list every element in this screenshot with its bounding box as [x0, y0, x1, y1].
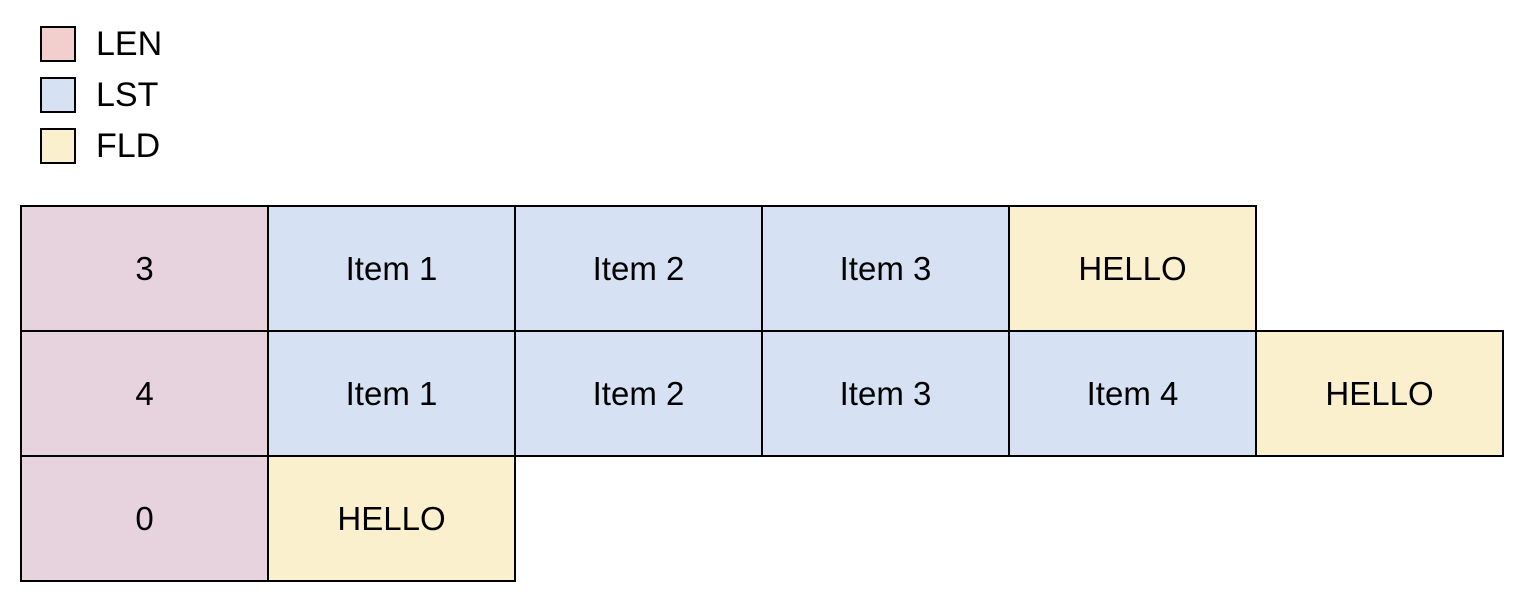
list-item-cell: Item 2: [514, 205, 763, 332]
legend-label-fld: FLD: [96, 127, 161, 165]
list-item-cell: Item 1: [267, 330, 516, 457]
legend-item-lst: LST: [40, 77, 162, 113]
memory-layout-diagram: 3 Item 1 Item 2 Item 3 HELLO 4 Item 1 It…: [20, 205, 1504, 582]
legend-item-fld: FLD: [40, 128, 162, 164]
len-color-swatch-icon: [40, 26, 76, 62]
field-cell: HELLO: [1255, 330, 1504, 457]
len-cell: 0: [20, 455, 269, 582]
len-cell: 3: [20, 205, 269, 332]
legend-item-len: LEN: [40, 26, 162, 62]
list-item-cell: Item 3: [761, 330, 1010, 457]
legend-label-len: LEN: [96, 25, 163, 63]
list-item-cell: Item 4: [1008, 330, 1257, 457]
lst-color-swatch-icon: [40, 77, 76, 113]
list-row-length-0: 0 HELLO: [20, 455, 1504, 582]
list-item-cell: Item 3: [761, 205, 1010, 332]
list-row-length-4: 4 Item 1 Item 2 Item 3 Item 4 HELLO: [20, 330, 1504, 457]
legend-label-lst: LST: [96, 76, 159, 114]
list-item-cell: Item 2: [514, 330, 763, 457]
legend: LEN LST FLD: [40, 26, 162, 179]
list-item-cell: Item 1: [267, 205, 516, 332]
field-cell: HELLO: [1008, 205, 1257, 332]
len-cell: 4: [20, 330, 269, 457]
fld-color-swatch-icon: [40, 128, 76, 164]
field-cell: HELLO: [267, 455, 516, 582]
list-row-length-3: 3 Item 1 Item 2 Item 3 HELLO: [20, 205, 1504, 332]
